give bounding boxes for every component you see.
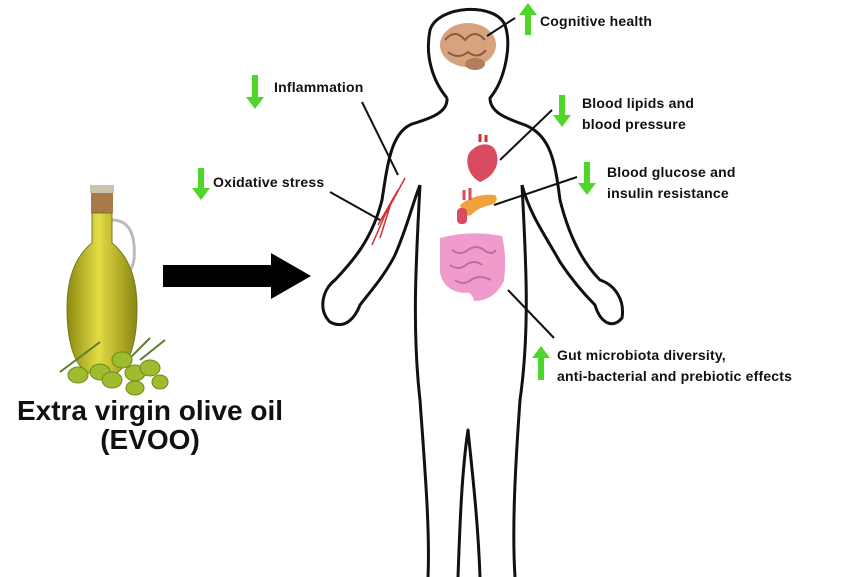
arrow-down-icon [246, 75, 264, 109]
label-line: anti-bacterial and prebiotic effects [557, 368, 793, 384]
label-gut-microbiota: Gut microbiota diversity, anti-bacterial… [557, 345, 792, 387]
big-arrow-icon [163, 253, 311, 299]
label-line: blood pressure [582, 116, 686, 132]
label-blood-lipids: Blood lipids and blood pressure [582, 93, 694, 135]
blood-vessel-icon [371, 177, 406, 246]
olive-oil-bottle-icon [66, 185, 138, 374]
label-cognitive-health: Cognitive health [540, 13, 653, 29]
heart-icon [467, 134, 498, 182]
product-abbreviation: (EVOO) [100, 424, 200, 455]
brain-icon [440, 23, 496, 70]
arrow-down-icon [192, 168, 210, 200]
label-line: Blood lipids and [582, 95, 695, 111]
arrow-down-icon [553, 95, 571, 127]
label-inflammation: Inflammation [274, 79, 364, 95]
pointer-lines [329, 17, 578, 339]
product-title: Extra virgin olive oil [16, 395, 284, 426]
effect-arrows [192, 3, 596, 380]
pancreas-icon [457, 188, 497, 224]
olives-icon [59, 337, 169, 396]
arrow-up-icon [519, 3, 537, 35]
label-line: insulin resistance [607, 185, 729, 201]
label-line: Blood glucose and [607, 164, 736, 180]
intestines-icon [440, 233, 506, 301]
human-body-outline [321, 7, 625, 577]
label-line: Gut microbiota diversity, [557, 347, 726, 363]
arrow-up-icon [532, 346, 550, 380]
label-oxidative-stress: Oxidative stress [213, 174, 325, 190]
label-blood-glucose: Blood glucose and insulin resistance [607, 162, 736, 204]
arrow-down-icon [578, 162, 596, 195]
